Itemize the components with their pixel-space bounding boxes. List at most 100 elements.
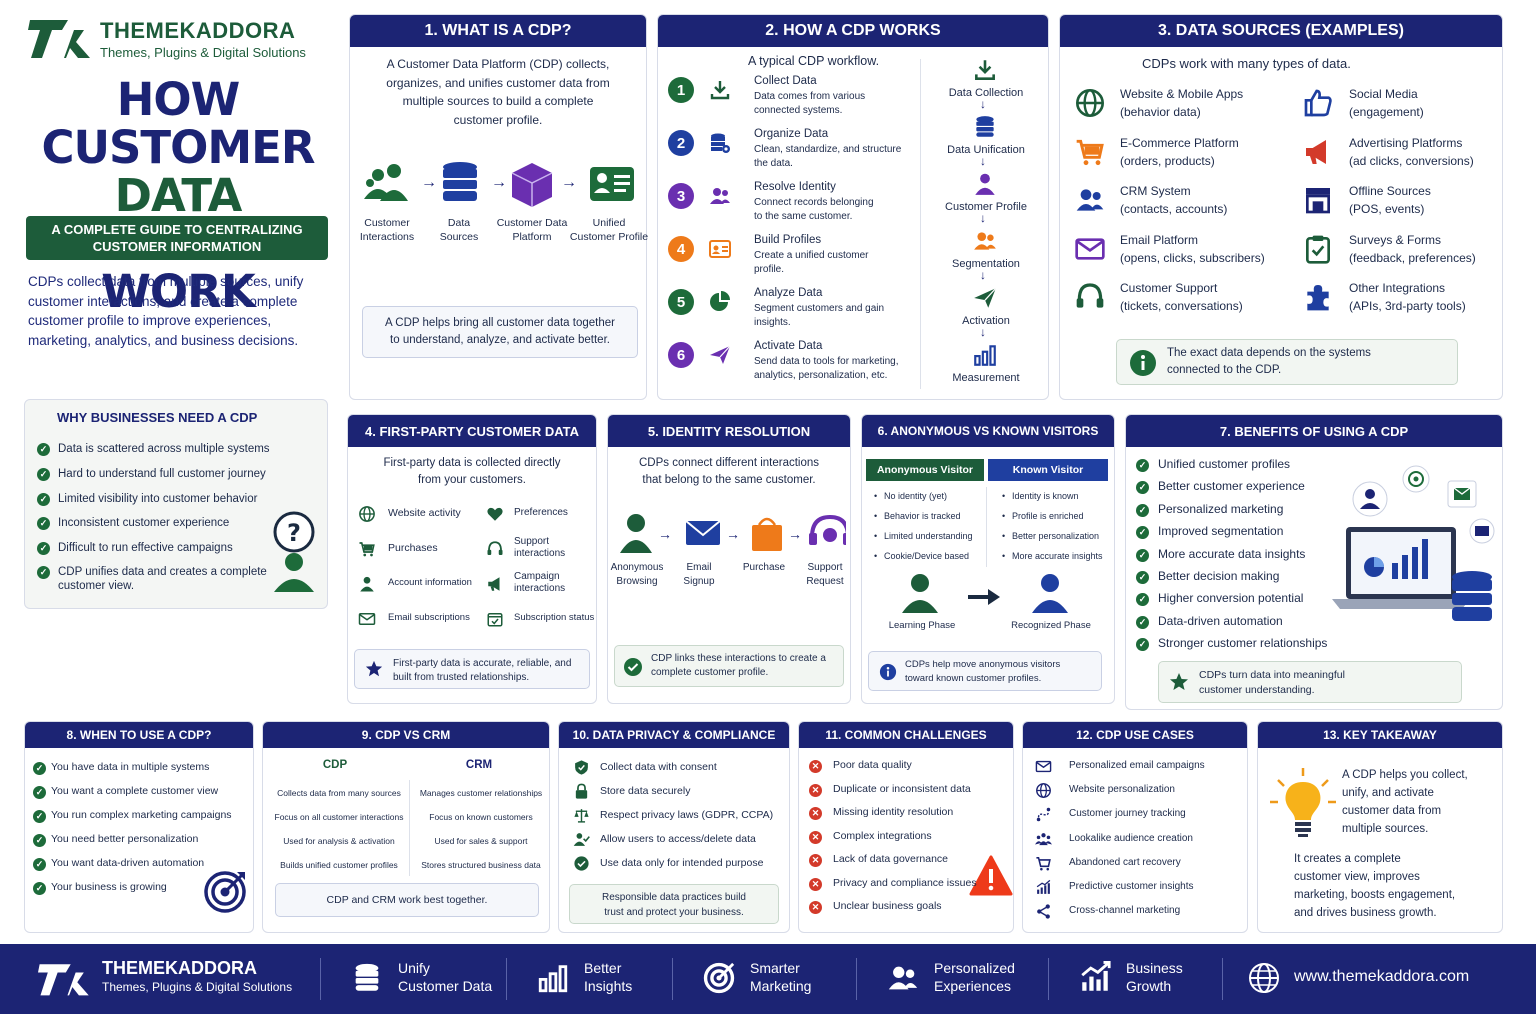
note-text: CDP links these interactions to create a…: [651, 652, 826, 680]
why-item-text: customer view.: [58, 580, 135, 592]
footer-label: Smarter: [750, 960, 800, 976]
step-title: Collect Data: [754, 75, 817, 87]
why-item-text: Hard to understand full customer journey: [58, 468, 266, 480]
source-name: Email Platform: [1120, 232, 1199, 247]
mail-icon: [1035, 758, 1052, 775]
database-icon: [443, 162, 477, 201]
globe-icon: [1035, 782, 1052, 799]
anonymous-person-icon: [902, 574, 938, 613]
step-number-badge: 2: [668, 130, 694, 156]
footer-label: Growth: [1126, 978, 1172, 994]
benefit-text: Stronger customer relationships: [1158, 636, 1328, 651]
bars-icon: [972, 342, 998, 368]
step-desc: Clean, standardize, and structure: [754, 144, 902, 155]
visitor-trait: Better personalization: [1012, 531, 1100, 541]
s1-flow-icons: → → →: [364, 162, 634, 207]
benefit-text: Higher conversion potential: [1158, 591, 1304, 606]
desc-line: multiple sources to build a complete: [402, 94, 594, 108]
cube-icon: [511, 163, 553, 207]
data-type: Purchases: [388, 542, 438, 554]
challenge-text: Lack of data governance: [833, 853, 948, 865]
note-line: to understand, analyze, and activate bet…: [390, 334, 610, 346]
db-icon: [972, 114, 998, 140]
footer-brand-tagline: Themes, Plugins & Digital Solutions: [102, 980, 293, 994]
use-case-text: Predictive customer insights: [1069, 881, 1194, 892]
sub-line: that belong to the same customer.: [642, 474, 816, 486]
flow-label-line: Anonymous: [610, 562, 664, 573]
hero-title-line: HOW CUSTOMER: [41, 73, 315, 174]
benefit-text: Better decision making: [1158, 569, 1280, 583]
step-desc: insights.: [754, 317, 791, 328]
takeaway-line: A CDP helps you collect,: [1342, 769, 1468, 781]
s9-note: CDP and CRM work best together.: [275, 883, 539, 917]
arrow-down-icon: ↓: [980, 211, 986, 225]
step-number-badge: 5: [668, 289, 694, 315]
check-icon: ✓: [37, 517, 50, 530]
step-desc: Connect records belonging: [754, 197, 874, 208]
desc-line: customer profile.: [453, 112, 543, 127]
note-line: toward known customer profiles.: [905, 673, 1042, 684]
crm-trait: Used for sales & support: [434, 836, 528, 846]
trend-icon: [1035, 879, 1052, 896]
crm-trait: Focus on known customers: [429, 812, 533, 822]
bars-icon: [536, 961, 570, 995]
x-circle-icon: ✕: [809, 760, 822, 773]
benefit-text: Unified customer profiles: [1158, 457, 1291, 471]
check-icon: ✓: [33, 810, 46, 823]
intro-line: customer interactions, and create a comp…: [28, 293, 298, 309]
source-name: Customer Support: [1120, 281, 1218, 295]
flow-label-line: Browsing: [616, 576, 658, 587]
source-detail: (engagement): [1349, 105, 1424, 119]
note-line: First-party data is accurate, reliable, …: [393, 658, 572, 669]
megaphone-icon: [486, 575, 504, 593]
source-name: Website & Mobile Apps: [1120, 87, 1244, 101]
person-icon: [620, 514, 652, 553]
why-item: ✓CDP unifies data and creates a complete: [37, 564, 267, 581]
check-icon: ✓: [1136, 459, 1149, 472]
vs-divider: [409, 780, 410, 876]
s2-sub: A typical CDP workflow.: [748, 54, 880, 68]
step-title: Build Profiles: [754, 234, 822, 246]
takeaway-line: customer view, improves: [1294, 871, 1420, 883]
check-icon: ✓: [1136, 503, 1149, 517]
intro-line: CDPs collect data from multiple sources,…: [28, 274, 304, 289]
footer-url[interactable]: www.themekaddora.com: [1294, 968, 1470, 985]
check-circle-icon: [573, 855, 590, 872]
arrow-down-icon: ↓: [980, 154, 986, 168]
known-phase: Recognized Phase: [1011, 620, 1091, 631]
flow-label-line: Purchase: [742, 562, 786, 573]
s5-flow-icons: → → →: [620, 514, 846, 553]
lock-icon: [573, 783, 590, 800]
s1-note: A CDP helps bring all customer data toge…: [362, 306, 638, 358]
arrow-down-icon: ↓: [980, 325, 986, 339]
benefit-text: Data-driven automation: [1158, 613, 1283, 628]
footer-divider: [1222, 958, 1223, 1000]
step-number-badge: 6: [668, 342, 694, 368]
crm-trait: Stores structured business data: [421, 860, 541, 870]
section-when-to-use: 8. WHEN TO USE A CDP? ✓You have data in …: [24, 721, 254, 933]
note-text: First-party data is accurate, reliable, …: [393, 657, 571, 685]
target-icon: [204, 871, 246, 913]
footer-divider: [320, 958, 321, 1000]
s5-flow-label: Purchase: [734, 561, 794, 575]
bullet-icon: •: [1002, 531, 1006, 541]
why-item-text: Inconsistent customer experience: [58, 517, 230, 529]
use-case-text: Lookalike audience creation: [1069, 832, 1193, 844]
note-line: connected to the CDP.: [1167, 364, 1282, 376]
brand-logo: [28, 14, 94, 62]
why-item: ✓Hard to understand full customer journe…: [37, 466, 266, 483]
step-desc: Create a unified customer: [754, 250, 869, 261]
flow-label-line: Unified: [592, 217, 626, 229]
step-desc: Segment customers and gain: [754, 303, 885, 314]
visitor-trait: No identity (yet): [884, 491, 948, 501]
cart-arrow-icon: [1035, 855, 1052, 872]
footer-divider: [1048, 958, 1049, 1000]
note-line: trust and protect your business.: [604, 907, 744, 918]
intro-line: marketing, analytics, and business decis…: [28, 332, 299, 348]
why-item: ✓Data is scattered across multiple syste…: [37, 441, 270, 458]
challenge-text: Complex integrations: [833, 829, 932, 842]
s5-note: CDP links these interactions to create a…: [614, 645, 844, 687]
